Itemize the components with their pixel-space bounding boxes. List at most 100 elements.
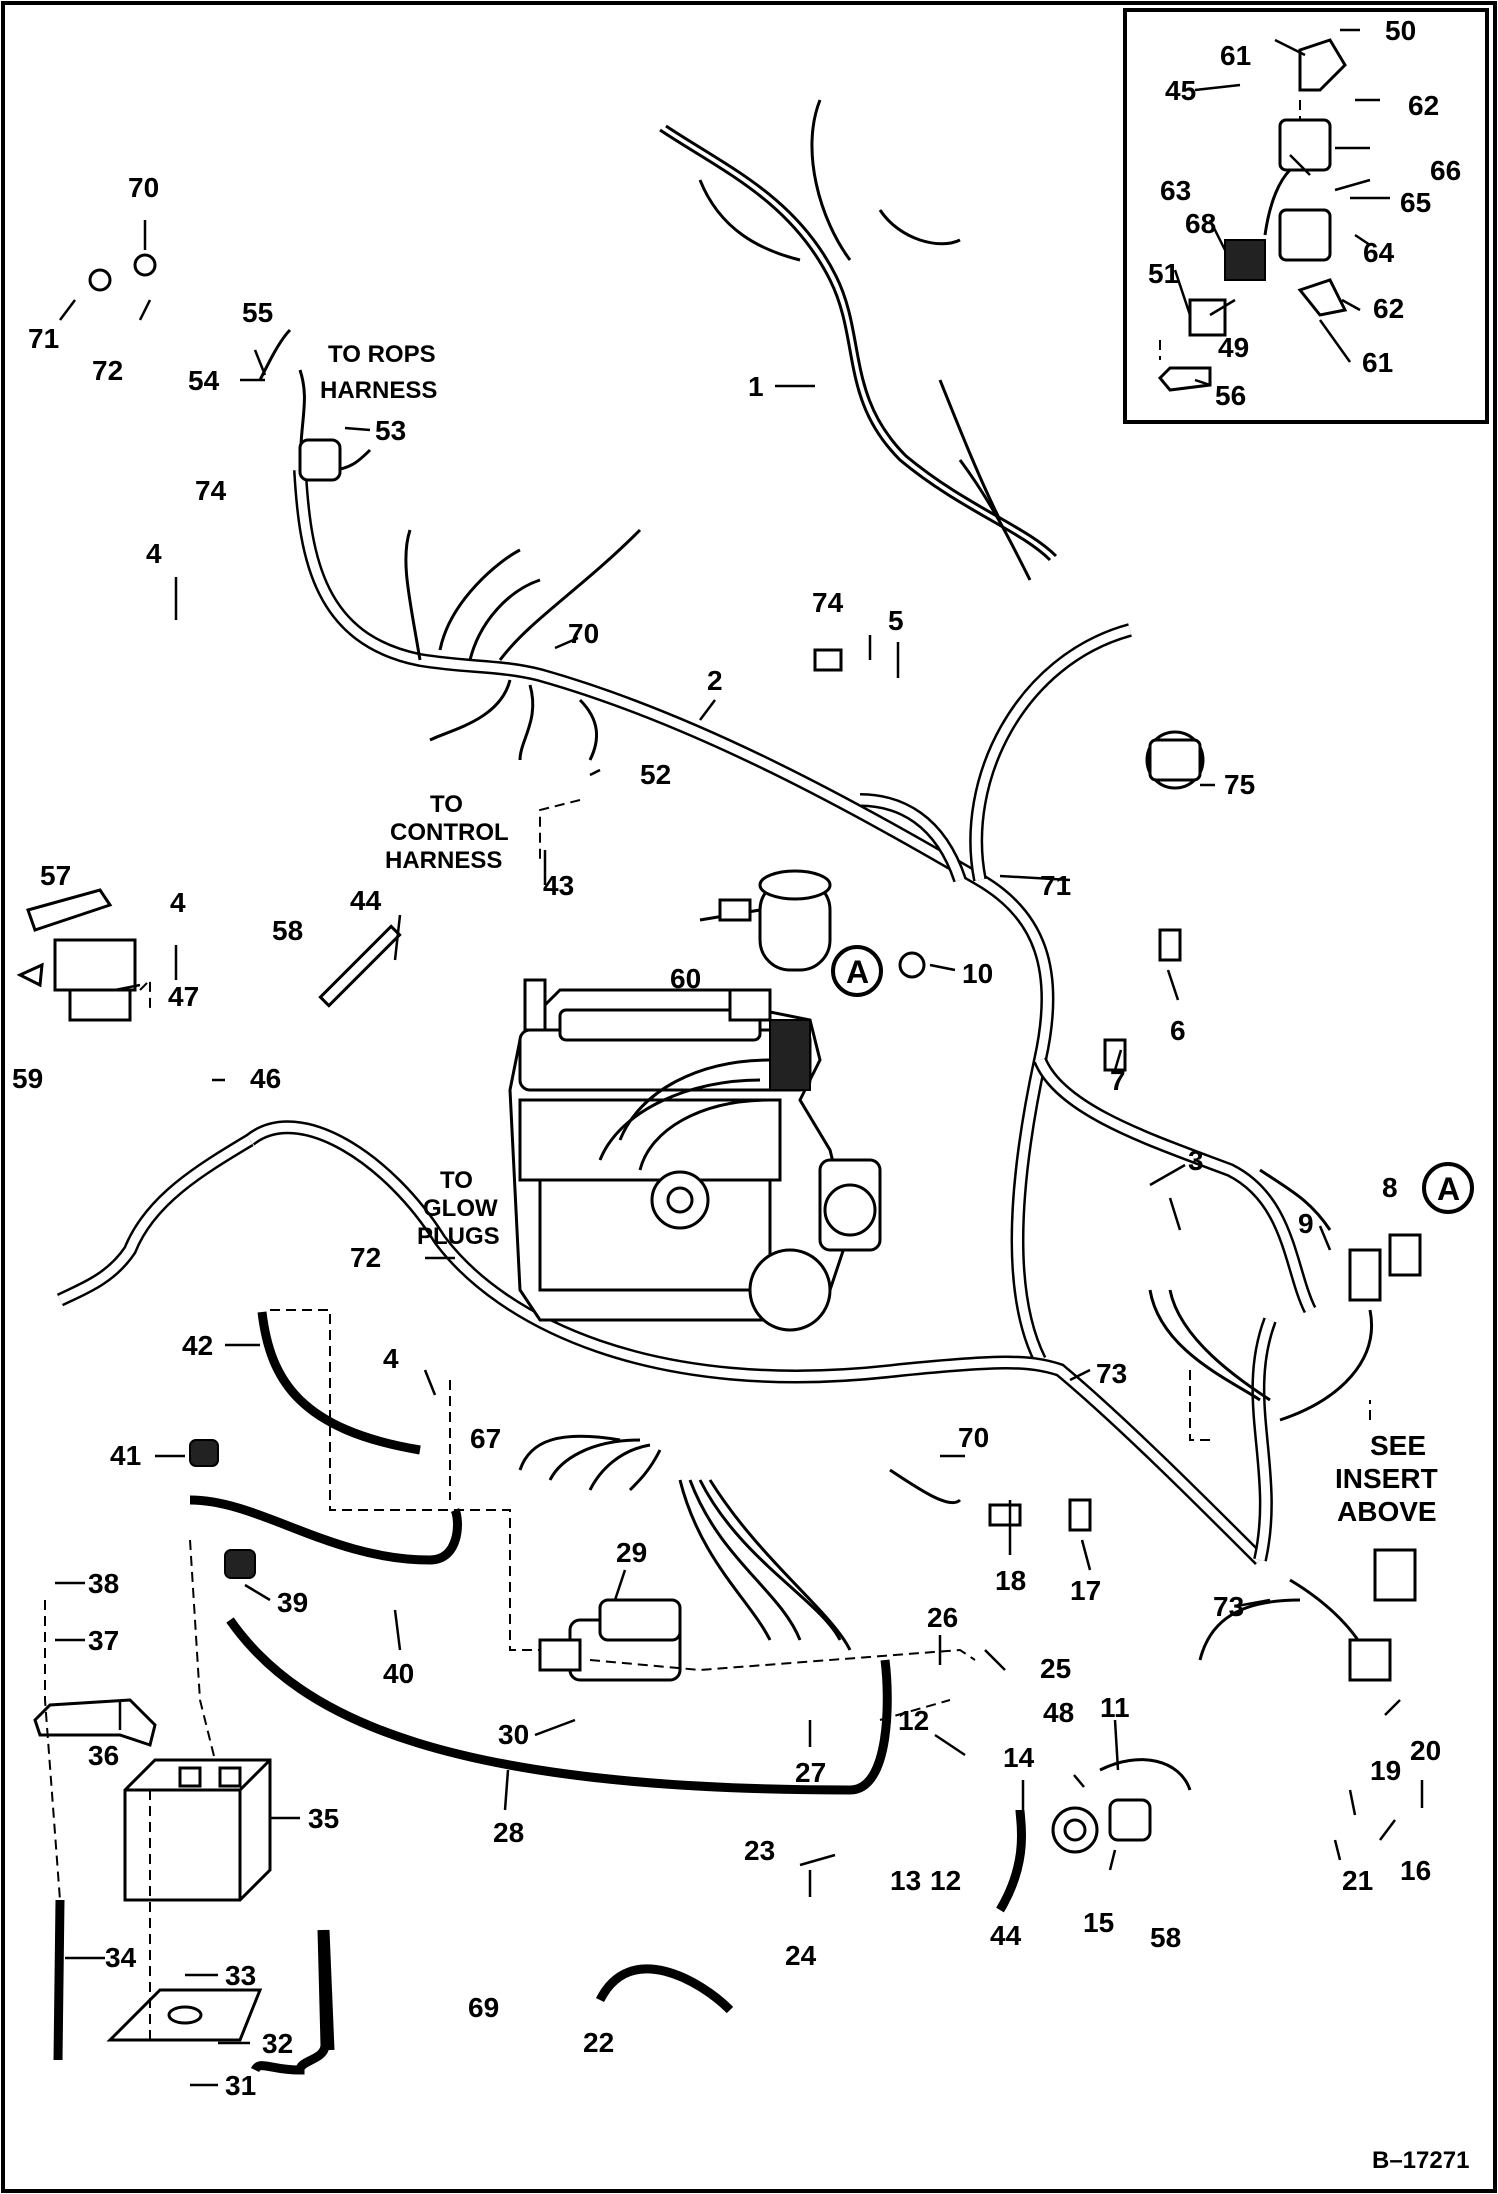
label-6: 6 — [1170, 1015, 1186, 1046]
label-24: 24 — [785, 1940, 817, 1971]
label-33: 33 — [225, 1960, 256, 1991]
label-26: 26 — [927, 1602, 958, 1633]
harness-left — [56, 1133, 254, 1307]
notes: TO ROPS HARNESS TO CONTROL HARNESS TO GL… — [320, 341, 1460, 1527]
label-9: 9 — [1298, 1208, 1314, 1239]
label-58a: 58 — [272, 915, 303, 946]
label-15: 15 — [1083, 1907, 1114, 1938]
label-7: 7 — [1110, 1065, 1126, 1096]
label-44a: 44 — [350, 885, 382, 916]
note-to-glow-line1: TO — [440, 1167, 473, 1194]
label-48: 48 — [1043, 1697, 1074, 1728]
label-23: 23 — [744, 1835, 775, 1866]
note-to-glow-line2: GLOW — [423, 1195, 498, 1222]
right-side-wires — [1148, 1168, 1373, 1661]
label-53: 53 — [375, 415, 406, 446]
label-71a: 71 — [28, 323, 59, 354]
harness-2 — [293, 469, 1055, 1364]
label-54: 54 — [188, 365, 220, 396]
label-10: 10 — [962, 958, 993, 989]
ref-a-2: A — [1437, 1171, 1460, 1207]
insert-box — [1123, 8, 1489, 424]
label-58b: 58 — [1150, 1922, 1181, 1953]
leaders — [55, 28, 1424, 2087]
label-63: 63 — [1160, 175, 1191, 206]
label-25: 25 — [1040, 1653, 1071, 1684]
label-64: 64 — [1363, 237, 1395, 268]
ref-a-circle-2 — [1422, 1162, 1474, 1214]
note-to-rops-line1: TO ROPS — [328, 341, 436, 368]
label-5: 5 — [888, 605, 904, 636]
harness-loop — [859, 623, 1132, 883]
label-70c: 70 — [958, 1422, 989, 1453]
label-22: 22 — [583, 2027, 614, 2058]
engine — [508, 988, 882, 1332]
harness-lower — [245, 1120, 1265, 1565]
label-51: 51 — [1148, 258, 1179, 289]
label-3: 3 — [1188, 1145, 1204, 1176]
insert-parts — [1157, 38, 1348, 392]
note-to-rops-line2: HARNESS — [320, 377, 437, 404]
label-13: 13 — [890, 1865, 921, 1896]
note-see-insert-line2: INSERT — [1335, 1463, 1438, 1494]
label-67: 67 — [470, 1423, 501, 1454]
label-40: 40 — [383, 1658, 414, 1689]
label-4a: 4 — [146, 538, 162, 569]
label-20: 20 — [1410, 1735, 1441, 1766]
label-38: 38 — [88, 1568, 119, 1599]
label-41: 41 — [110, 1440, 141, 1471]
harness-1-wires — [659, 99, 1058, 581]
label-39: 39 — [277, 1587, 308, 1618]
battery-cables — [53, 1311, 892, 2061]
note-to-control-line2: CONTROL — [390, 819, 509, 846]
label-29: 29 — [616, 1537, 647, 1568]
label-69: 69 — [468, 1992, 499, 2023]
label-68: 68 — [1185, 208, 1216, 239]
label-75: 75 — [1224, 769, 1255, 800]
part-labels: 1 2 3 4 4 4 5 6 7 8 9 10 11 12 12 13 14 … — [12, 15, 1461, 2101]
label-71b: 71 — [1040, 870, 1071, 901]
label-2: 2 — [707, 665, 723, 696]
filter-60 — [699, 869, 832, 972]
label-59: 59 — [12, 1063, 43, 1094]
label-70b: 70 — [568, 618, 599, 649]
ref-a-circle-1 — [831, 945, 883, 997]
label-74b: 74 — [812, 587, 844, 618]
ref-a-1: A — [846, 954, 869, 990]
label-19: 19 — [1370, 1755, 1401, 1786]
note-see-insert-line1: SEE — [1370, 1430, 1426, 1461]
label-1: 1 — [748, 371, 764, 402]
label-4b: 4 — [170, 887, 186, 918]
label-72a: 72 — [92, 355, 123, 386]
label-72b: 72 — [350, 1242, 381, 1273]
label-14: 14 — [1003, 1742, 1035, 1773]
label-46: 46 — [250, 1063, 281, 1094]
battery-35 — [123, 1758, 272, 1902]
label-73b: 73 — [1213, 1591, 1244, 1622]
label-44b: 44 — [990, 1920, 1022, 1951]
label-65: 65 — [1400, 187, 1431, 218]
label-61a: 61 — [1220, 40, 1251, 71]
label-32: 32 — [262, 2028, 293, 2059]
label-36: 36 — [88, 1740, 119, 1771]
label-27: 27 — [795, 1757, 826, 1788]
misc-parts — [16, 253, 1422, 1913]
label-21: 21 — [1342, 1865, 1373, 1896]
label-12b: 12 — [930, 1865, 961, 1896]
label-4c: 4 — [383, 1343, 399, 1374]
label-31: 31 — [225, 2070, 256, 2101]
note-see-insert-line3: ABOVE — [1337, 1496, 1437, 1527]
label-73a: 73 — [1096, 1358, 1127, 1389]
label-45: 45 — [1165, 75, 1196, 106]
label-37: 37 — [88, 1625, 119, 1656]
label-12a: 12 — [898, 1705, 929, 1736]
label-34: 34 — [105, 1942, 137, 1973]
label-16: 16 — [1400, 1855, 1431, 1886]
label-17: 17 — [1070, 1575, 1101, 1606]
label-52: 52 — [640, 759, 671, 790]
label-61b: 61 — [1362, 347, 1393, 378]
label-30: 30 — [498, 1719, 529, 1750]
label-50: 50 — [1385, 15, 1416, 46]
